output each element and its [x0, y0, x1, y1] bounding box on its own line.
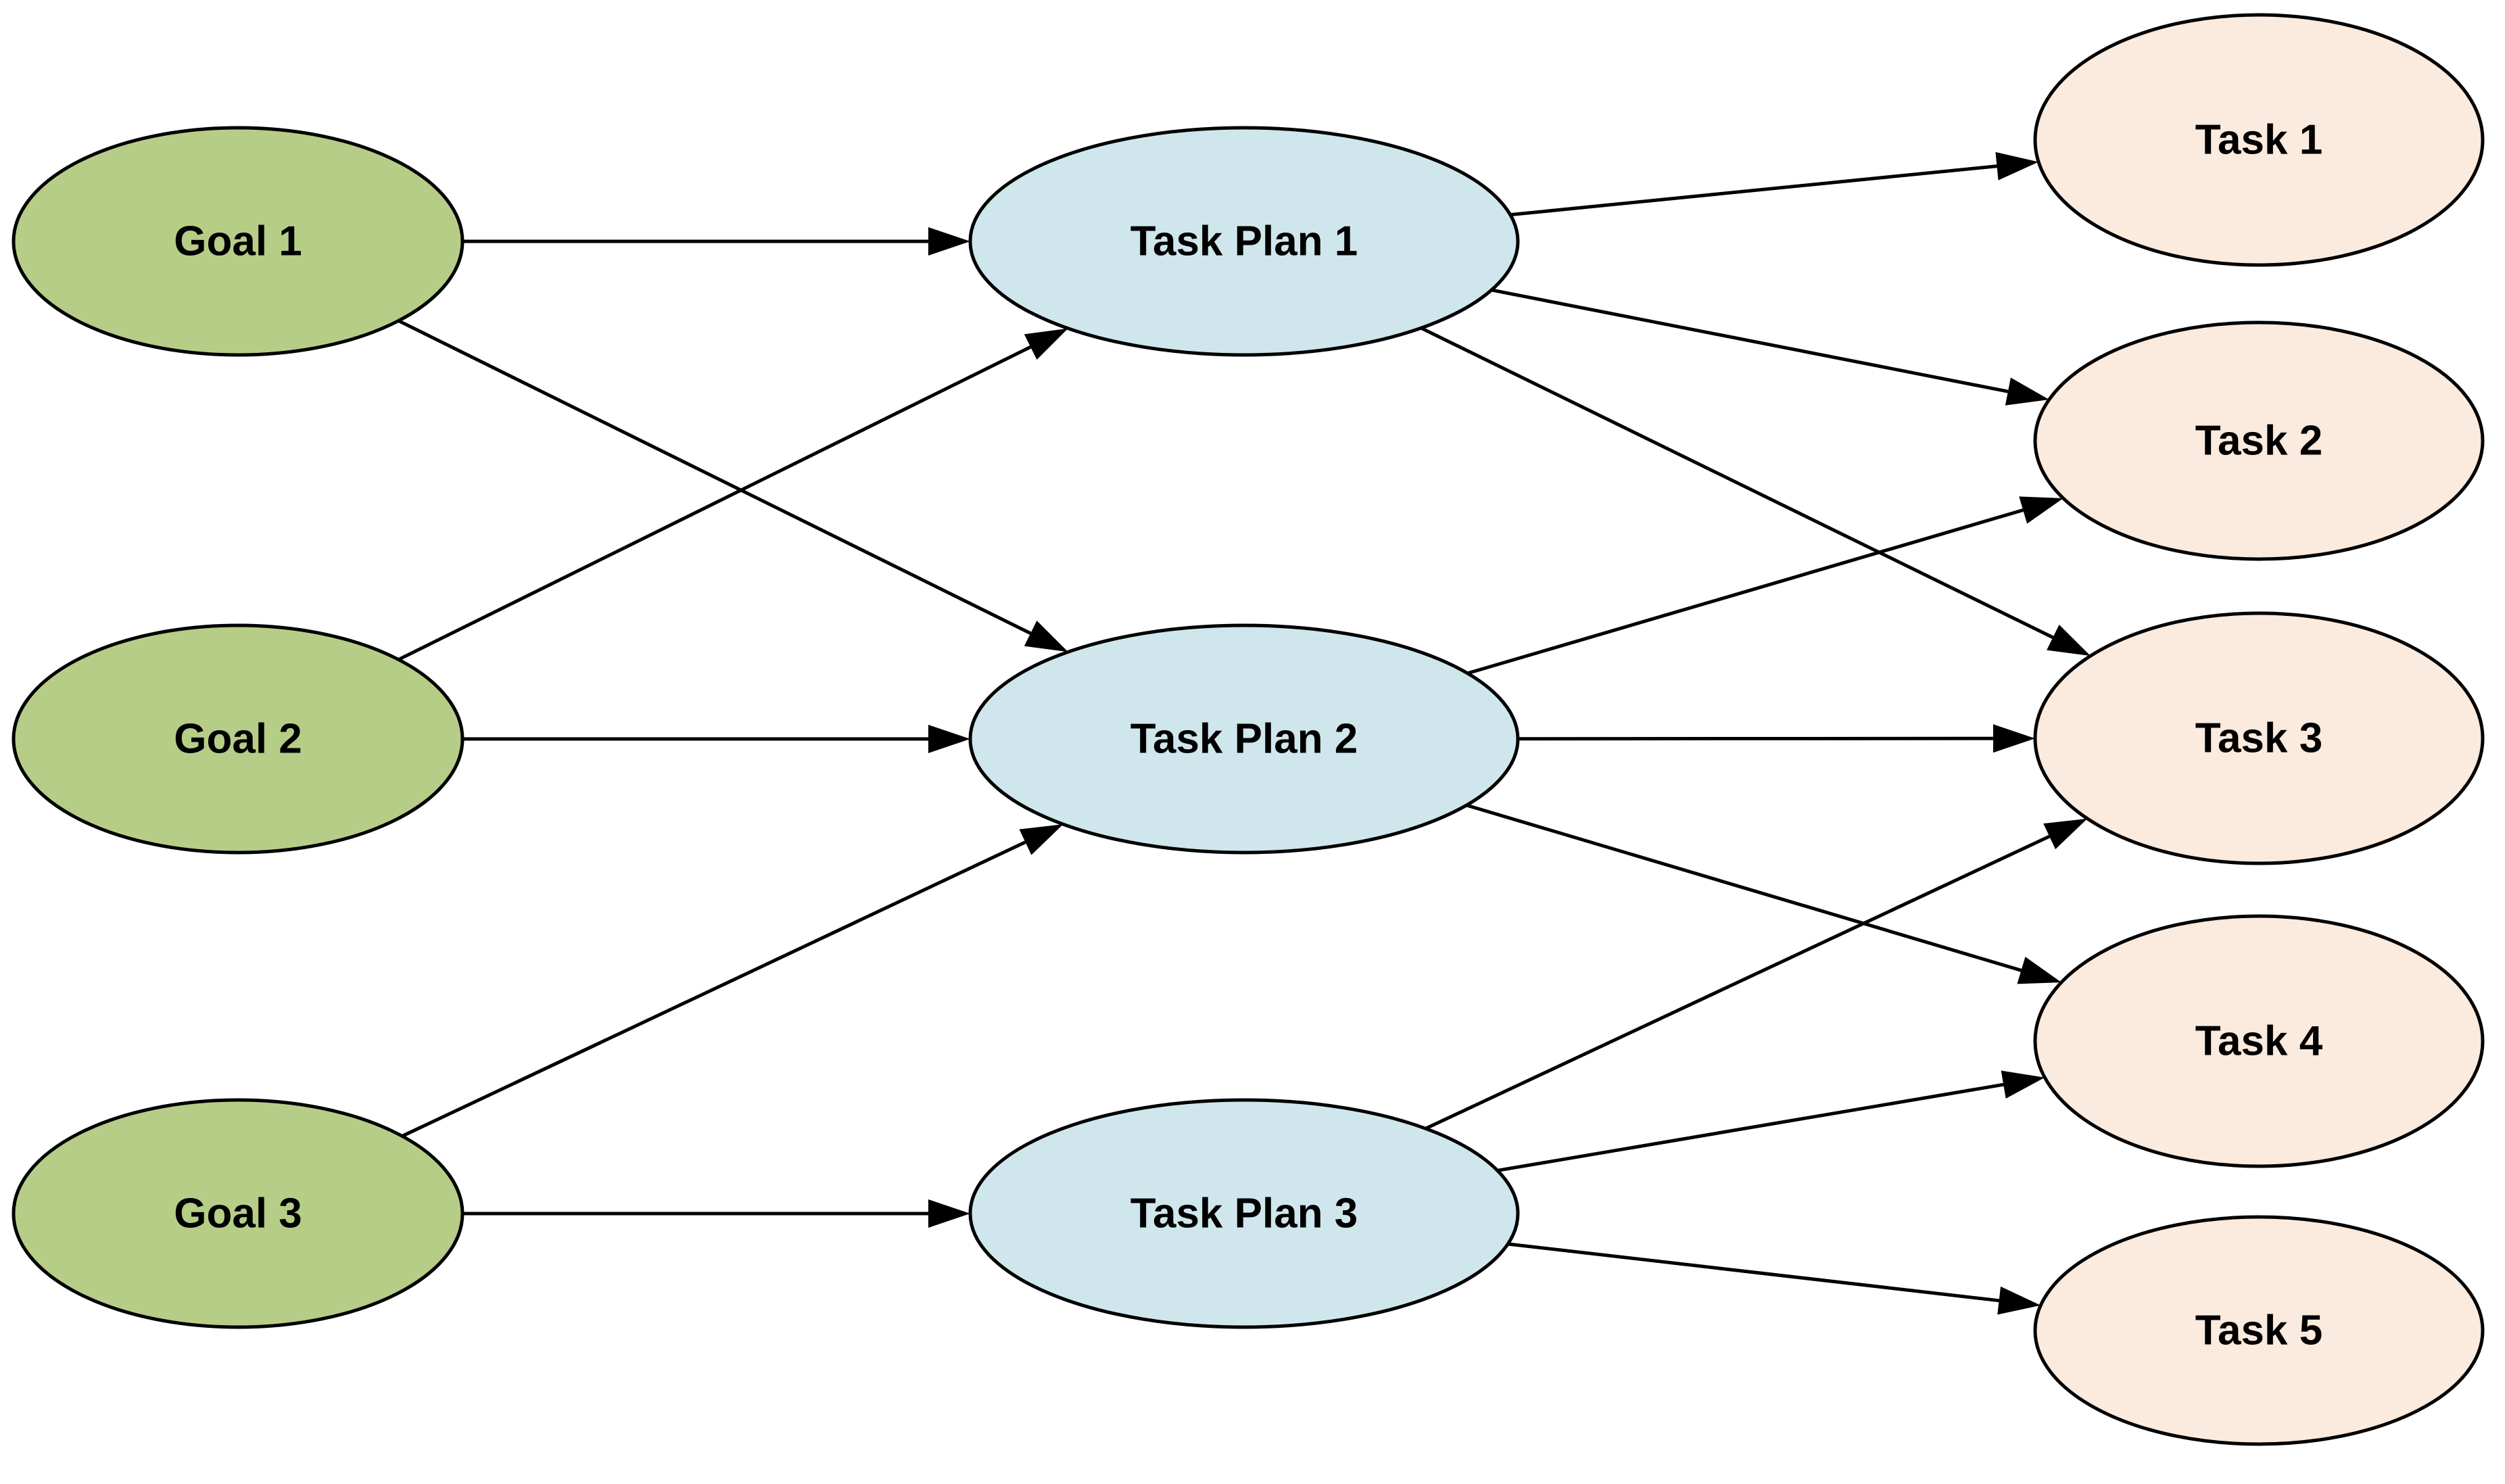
arrowhead-icon	[928, 227, 970, 256]
edge-goal2-to-tp1	[398, 328, 1068, 661]
arrowhead-icon	[2019, 496, 2063, 524]
arrowhead-icon	[2005, 377, 2049, 406]
node-shape-task5[interactable]	[2033, 1215, 2485, 1446]
arrowhead-icon	[928, 725, 970, 753]
node-label-task4: Task 4	[2195, 1018, 2323, 1065]
edge-line	[1466, 508, 2024, 675]
node-task3[interactable]: Task 3	[2033, 611, 2485, 865]
node-task5[interactable]: Task 5	[2033, 1215, 2485, 1446]
node-label-tp1: Task Plan 1	[1130, 218, 1358, 265]
arrowhead-icon	[2047, 624, 2091, 656]
node-label-task3: Task 3	[2195, 715, 2322, 762]
edge-tp1-to-task1	[1510, 151, 2039, 217]
arrowhead-icon	[1993, 724, 2036, 753]
edge-tp1-to-task2	[1491, 288, 2049, 406]
edge-line	[1466, 803, 2022, 972]
nodes-layer: Goal 1 Goal 2 Goal 3 Task Plan 1 Task Plan 2…	[11, 13, 2485, 1446]
node-label-task2: Task 2	[2195, 418, 2322, 464]
arrowhead-icon	[2001, 1070, 2045, 1099]
node-shape-goal1[interactable]	[11, 126, 464, 357]
node-tp2[interactable]: Task Plan 2	[968, 623, 1520, 855]
edges-layer	[398, 151, 2091, 1315]
node-task4[interactable]: Task 4	[2033, 914, 2485, 1168]
node-label-goal3: Goal 3	[174, 1191, 302, 1237]
edge-line	[1507, 1242, 1999, 1303]
arrowhead-icon	[2043, 818, 2088, 850]
arrowhead-icon	[1995, 151, 2039, 181]
edge-tp2-to-task2	[1466, 496, 2063, 675]
node-tp3[interactable]: Task Plan 3	[968, 1098, 1520, 1329]
edge-goal1-to-tp1	[462, 227, 970, 256]
arrowhead-icon	[1024, 328, 1068, 360]
node-shape-tp3[interactable]	[968, 1098, 1520, 1329]
node-goal2[interactable]: Goal 2	[11, 623, 464, 855]
edge-tp3-to-task5	[1507, 1242, 2041, 1315]
node-shape-task4[interactable]	[2033, 914, 2485, 1168]
node-label-goal1: Goal 1	[174, 218, 302, 265]
edge-goal1-to-tp2	[398, 319, 1068, 652]
node-label-goal2: Goal 2	[174, 716, 302, 763]
node-shape-goal3[interactable]	[11, 1098, 464, 1329]
edge-line	[1497, 1082, 2004, 1172]
node-label-tp3: Task Plan 3	[1130, 1191, 1358, 1237]
node-label-tp2: Task Plan 2	[1130, 716, 1358, 763]
edge-tp2-to-task3	[1517, 724, 2036, 753]
edge-line	[1425, 834, 2051, 1130]
arrowhead-icon	[928, 1199, 970, 1228]
node-goal3[interactable]: Goal 3	[11, 1098, 464, 1329]
edge-line	[398, 319, 1032, 636]
node-shape-task1[interactable]	[2033, 13, 2485, 267]
arrowhead-icon	[1024, 620, 1068, 652]
arrowhead-icon	[2017, 957, 2061, 984]
edge-tp2-to-task4	[1466, 803, 2061, 984]
node-shape-tp1[interactable]	[968, 126, 1520, 357]
edge-goal3-to-tp2	[401, 824, 1064, 1138]
node-shape-goal2[interactable]	[11, 623, 464, 855]
edge-line	[401, 840, 1026, 1138]
node-shape-task2[interactable]	[2033, 320, 2485, 561]
edge-line	[398, 345, 1032, 661]
node-task1[interactable]: Task 1	[2033, 13, 2485, 267]
edge-line	[1510, 164, 1997, 217]
arrowhead-icon	[1019, 824, 1064, 855]
edge-line	[1420, 326, 2054, 640]
node-task2[interactable]: Task 2	[2033, 320, 2485, 561]
arrowhead-icon	[1997, 1286, 2041, 1315]
node-shape-task3[interactable]	[2033, 611, 2485, 865]
node-tp1[interactable]: Task Plan 1	[968, 126, 1520, 357]
edge-tp3-to-task3	[1425, 818, 2088, 1130]
edge-goal2-to-tp2	[462, 725, 970, 753]
node-label-task5: Task 5	[2195, 1308, 2322, 1354]
node-goal1[interactable]: Goal 1	[11, 126, 464, 357]
edge-tp1-to-task3	[1420, 326, 2091, 656]
node-shape-tp2[interactable]	[968, 623, 1520, 855]
node-label-task1: Task 1	[2195, 117, 2322, 164]
edge-tp3-to-task4	[1497, 1070, 2045, 1172]
edge-goal3-to-tp3	[462, 1199, 970, 1228]
edge-line	[1491, 288, 2009, 393]
